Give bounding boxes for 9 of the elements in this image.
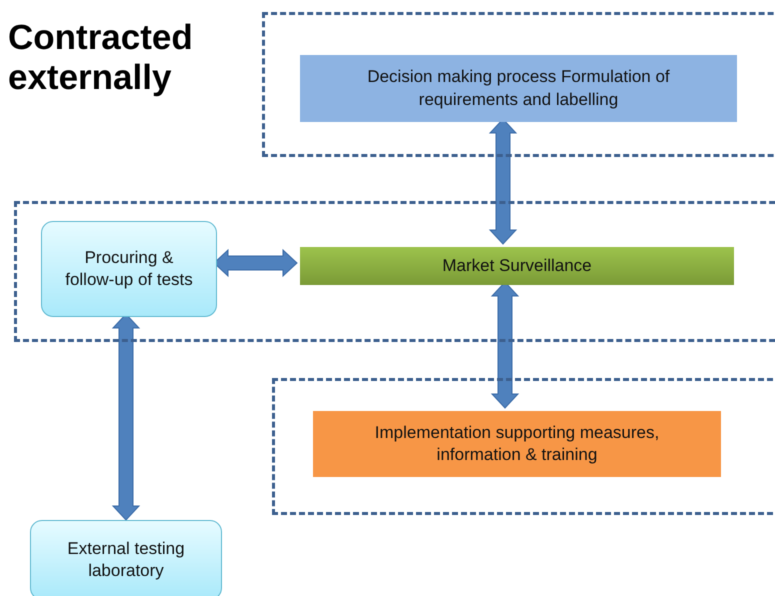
dashed-group-frame xyxy=(272,378,775,515)
dashed-group-frame xyxy=(14,201,775,342)
process-box: Implementation supporting measures, information & training xyxy=(313,411,721,477)
process-box: Procuring & follow-up of tests xyxy=(41,221,217,317)
process-box: Decision making process Formulation of requirements and labelling xyxy=(300,55,737,122)
process-box: External testing laboratory xyxy=(30,520,222,596)
process-box: Market Surveillance xyxy=(300,247,734,285)
dashed-group-frame xyxy=(262,12,775,157)
heading: Contracted externally xyxy=(8,18,194,98)
